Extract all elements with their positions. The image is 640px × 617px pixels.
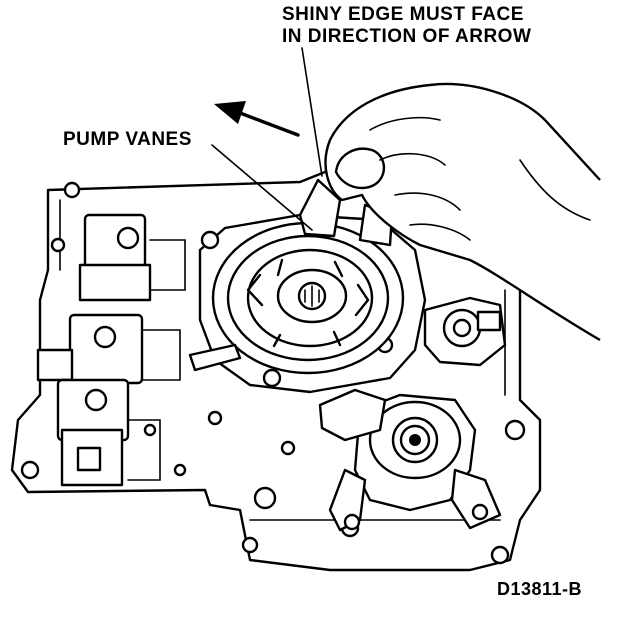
callout-shiny-edge-line1: SHINY EDGE MUST FACE (282, 4, 524, 25)
callout-shiny-edge: SHINY EDGE MUST FACE IN DIRECTION OF ARR… (282, 4, 531, 48)
solenoid-middle (36, 313, 181, 385)
vane-being-inserted (298, 178, 342, 238)
pump-vanes (246, 258, 370, 348)
solenoid-top (78, 213, 186, 302)
lower-assembly (318, 388, 502, 532)
arrow-up-left-icon (214, 101, 300, 137)
callout-shiny-edge-line2: IN DIRECTION OF ARROW (282, 26, 532, 47)
callout-pump-vanes: PUMP VANES (63, 129, 192, 150)
leader-line-shiny-edge (301, 47, 323, 177)
solenoid-bottom (56, 378, 161, 487)
accumulator-upper (423, 296, 507, 367)
leader-line-pump-vanes (211, 144, 313, 231)
hand-icon (324, 82, 601, 342)
figure-id: D13811-B (497, 579, 583, 599)
